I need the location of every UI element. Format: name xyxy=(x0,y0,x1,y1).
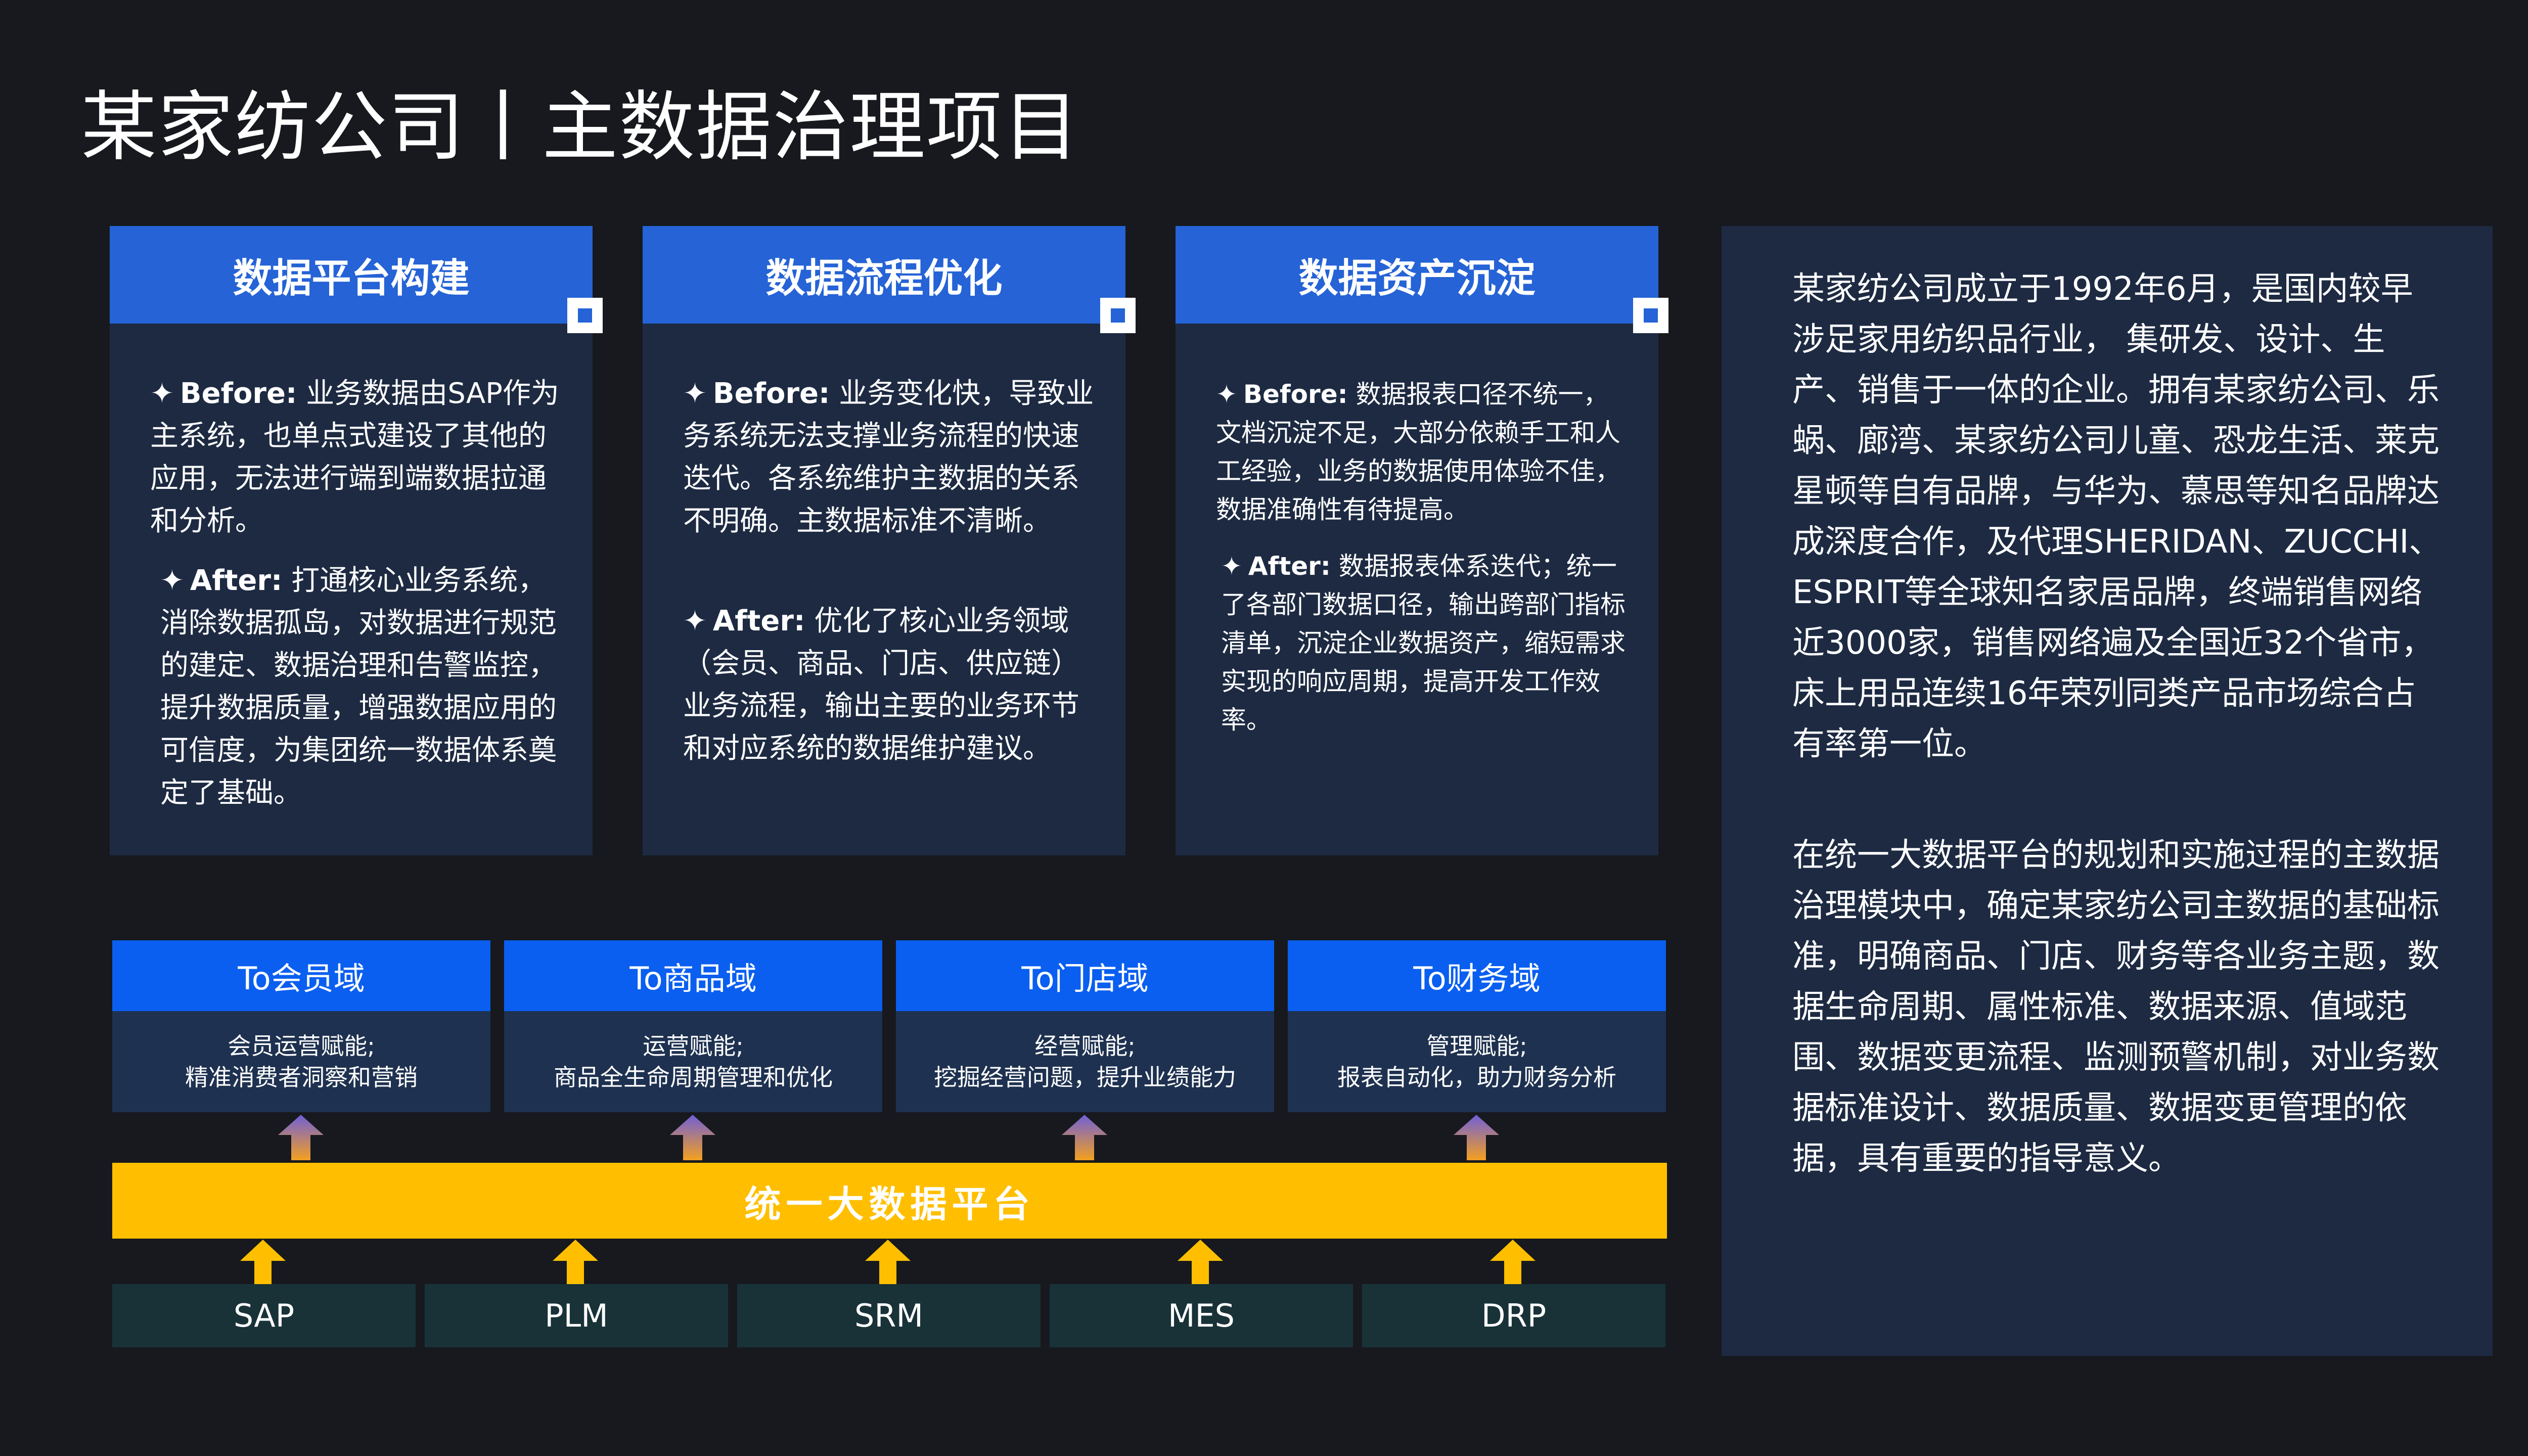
domain-line1: 运营赋能; xyxy=(643,1032,744,1060)
card-heading: 数据流程优化 xyxy=(643,226,1125,324)
arrow-up-icon xyxy=(278,1115,324,1160)
arrow-up-icon xyxy=(553,1240,598,1285)
card-body xyxy=(643,226,1125,855)
domain-heading: To门店域 xyxy=(896,940,1274,1011)
corner-square-icon xyxy=(567,298,603,333)
before-block: ✦Before: 数据报表口径不统一，文档沉淀不足，大部分依赖手工和人工经验，业… xyxy=(1216,375,1633,529)
source-system-mes: MES xyxy=(1050,1284,1353,1347)
domain-line2: 商品全生命周期管理和优化 xyxy=(554,1064,833,1091)
source-system-plm: PLM xyxy=(425,1284,728,1347)
domain-store: To门店域 经营赋能; 挖掘经营问题，提升业绩能力 xyxy=(896,940,1274,1112)
after-label: After: xyxy=(712,605,805,638)
arrow-up-icon xyxy=(1062,1115,1107,1160)
star-icon: ✦ xyxy=(150,377,174,410)
source-system-sap: SAP xyxy=(112,1284,416,1347)
page-title: 某家纺公司丨主数据治理项目 xyxy=(81,83,1080,171)
before-text: 业务变化快，导致业务系统无法支撑业务流程的快速迭代。各系统维护主数据的关系不明确… xyxy=(683,377,1094,537)
after-text: 优化了核心业务领域（会员、商品、门店、供应链）业务流程，输出主要的业务环节和对应… xyxy=(683,605,1079,765)
star-icon: ✦ xyxy=(1221,552,1242,581)
domain-line1: 管理赋能; xyxy=(1426,1032,1527,1060)
star-icon: ✦ xyxy=(683,377,707,410)
after-block: ✦After: 优化了核心业务领域（会员、商品、门店、供应链）业务流程，输出主要… xyxy=(683,600,1100,770)
corner-square-icon xyxy=(1633,298,1668,333)
domain-product: To商品域 运营赋能; 商品全生命周期管理和优化 xyxy=(504,940,882,1112)
star-icon: ✦ xyxy=(683,605,707,638)
card-heading: 数据资产沉淀 xyxy=(1176,226,1658,324)
domain-finance: To财务域 管理赋能; 报表自动化，助力财务分析 xyxy=(1288,940,1666,1112)
before-block: ✦Before: 业务变化快，导致业务系统无法支撑业务流程的快速迭代。各系统维护… xyxy=(683,373,1100,542)
unified-data-platform: 统一大数据平台 xyxy=(112,1163,1667,1239)
arrow-up-icon xyxy=(1490,1240,1536,1285)
domain-heading: To商品域 xyxy=(504,940,882,1011)
domain-body: 运营赋能; 商品全生命周期管理和优化 xyxy=(504,1011,882,1112)
after-block: ✦After: 数据报表体系迭代；统一了各部门数据口径，输出跨部门指标清单，沉淀… xyxy=(1221,547,1633,739)
star-icon: ✦ xyxy=(160,564,184,597)
domain-line2: 精准消费者洞察和营销 xyxy=(185,1064,418,1091)
arrow-up-icon xyxy=(670,1115,715,1160)
domain-member: To会员域 会员运营赋能; 精准消费者洞察和营销 xyxy=(112,940,490,1112)
company-intro: 某家纺公司成立于1992年6月，是国内较早涉足家用纺织品行业， 集研发、设计、生… xyxy=(1792,270,2442,763)
arrow-up-icon xyxy=(865,1240,911,1285)
arrow-up-icon xyxy=(240,1240,286,1285)
domain-body: 管理赋能; 报表自动化，助力财务分析 xyxy=(1288,1011,1666,1112)
before-text: 业务数据由SAP作为主系统，也单点式建设了其他的应用，无法进行端到端数据拉通和分… xyxy=(150,377,559,537)
star-icon: ✦ xyxy=(1216,380,1237,409)
domain-heading: To财务域 xyxy=(1288,940,1666,1011)
corner-square-icon xyxy=(1100,298,1136,333)
domain-line1: 经营赋能; xyxy=(1034,1032,1136,1060)
arrow-up-icon xyxy=(1178,1240,1223,1285)
project-description: 在统一大数据平台的规划和实施过程的主数据治理模块中，确定某家纺公司主数据的基础标… xyxy=(1792,837,2440,1177)
after-block: ✦After: 打通核心业务系统，消除数据孤岛，对数据进行规范的建定、数据治理和… xyxy=(160,560,567,814)
domain-line2: 挖掘经营问题，提升业绩能力 xyxy=(934,1064,1236,1091)
before-label: Before: xyxy=(179,377,297,410)
domain-line1: 会员运营赋能; xyxy=(228,1032,375,1060)
after-text: 数据报表体系迭代；统一了各部门数据口径，输出跨部门指标清单，沉淀企业数据资产，缩… xyxy=(1221,552,1626,735)
source-system-drp: DRP xyxy=(1362,1284,1665,1347)
before-label: Before: xyxy=(1243,380,1348,409)
company-description-panel: 某家纺公司成立于1992年6月，是国内较早涉足家用纺织品行业， 集研发、设计、生… xyxy=(1722,226,2493,1356)
domain-body: 经营赋能; 挖掘经营问题，提升业绩能力 xyxy=(896,1011,1274,1112)
arrow-up-icon xyxy=(1454,1115,1499,1160)
after-text: 打通核心业务系统，消除数据孤岛，对数据进行规范的建定、数据治理和告警监控，提升数… xyxy=(160,564,557,809)
after-label: After: xyxy=(1248,552,1331,581)
domain-body: 会员运营赋能; 精准消费者洞察和营销 xyxy=(112,1011,490,1112)
domain-heading: To会员域 xyxy=(112,940,490,1011)
before-text: 数据报表口径不统一，文档沉淀不足，大部分依赖手工和人工经验，业务的数据使用体验不… xyxy=(1216,380,1620,524)
card-heading: 数据平台构建 xyxy=(110,226,593,324)
source-system-srm: SRM xyxy=(737,1284,1041,1347)
domain-line2: 报表自动化，助力财务分析 xyxy=(1337,1064,1616,1091)
card-data-process: 数据流程优化 ✦Before: 业务变化快，导致业务系统无法支撑业务流程的快速迭… xyxy=(643,226,1136,855)
before-label: Before: xyxy=(712,377,830,410)
before-block: ✦Before: 业务数据由SAP作为主系统，也单点式建设了其他的应用，无法进行… xyxy=(150,373,567,542)
card-data-assets: 数据资产沉淀 ✦Before: 数据报表口径不统一，文档沉淀不足，大部分依赖手工… xyxy=(1176,226,1668,855)
after-label: After: xyxy=(190,564,283,597)
card-data-platform: 数据平台构建 ✦Before: 业务数据由SAP作为主系统，也单点式建设了其他的… xyxy=(110,226,603,855)
card-body xyxy=(1176,226,1658,855)
card-body xyxy=(110,226,593,855)
